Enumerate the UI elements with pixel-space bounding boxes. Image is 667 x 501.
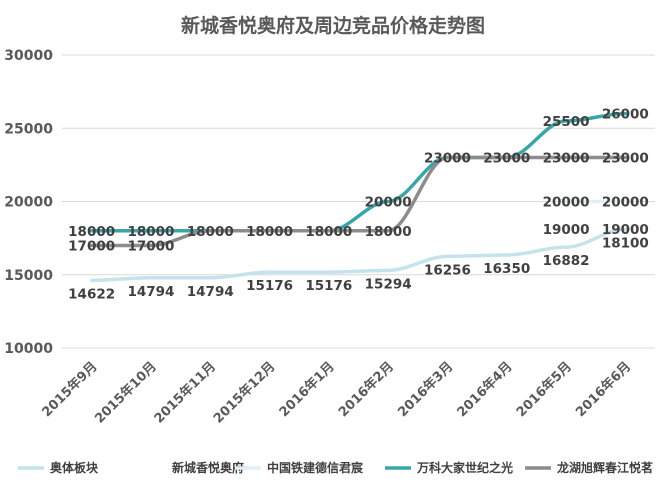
data-label-s4-8: 23000 bbox=[543, 151, 590, 167]
data-label-s3-8: 25500 bbox=[543, 114, 590, 130]
data-label-s0-3: 15176 bbox=[246, 278, 293, 294]
y-tick-20000: 20000 bbox=[4, 195, 53, 211]
data-label-s4-0: 17000 bbox=[68, 238, 115, 254]
grid-layer bbox=[62, 54, 655, 349]
data-label-s0-2: 14794 bbox=[187, 284, 234, 300]
y-tick-10000: 10000 bbox=[4, 341, 53, 357]
data-label-s4-6: 23000 bbox=[424, 151, 471, 167]
y-axis-ticks: 10000 15000 20000 25000 30000 bbox=[4, 48, 53, 357]
data-label-s0-4: 15176 bbox=[305, 278, 352, 294]
x-tick-9: 2016年6月 bbox=[572, 359, 634, 421]
data-label-s1-9: 19000 bbox=[602, 222, 649, 238]
legend-label-1: 新城香悦奥府 bbox=[172, 460, 244, 475]
data-label-s3-5: 20000 bbox=[365, 195, 412, 211]
x-tick-8: 2016年5月 bbox=[513, 359, 575, 421]
x-tick-6: 2016年3月 bbox=[395, 359, 457, 421]
series-line-4 bbox=[89, 155, 628, 248]
data-label-s4-3: 18000 bbox=[246, 224, 293, 240]
x-tick-0: 2015年9月 bbox=[39, 359, 101, 421]
x-axis-ticks: 2015年9月2015年10月2015年11月2015年12月2016年1月20… bbox=[39, 359, 634, 427]
y-tick-30000: 30000 bbox=[4, 48, 53, 64]
data-label-s1-8: 19000 bbox=[543, 222, 590, 238]
legend-label-4: 龙湖旭辉春江悦茗 bbox=[557, 460, 653, 475]
data-label-s4-7: 23000 bbox=[483, 151, 530, 167]
x-tick-5: 2016年2月 bbox=[335, 359, 397, 421]
data-label-s4-4: 18000 bbox=[305, 224, 352, 240]
series-line-0 bbox=[89, 227, 628, 283]
series-layer bbox=[89, 111, 628, 283]
series-line-3 bbox=[89, 111, 628, 233]
chart-title: 新城香悦奥府及周边竞品价格走势图 bbox=[181, 14, 485, 37]
data-label-s0-7: 16350 bbox=[483, 261, 530, 277]
x-tick-7: 2016年4月 bbox=[454, 359, 516, 421]
data-label-s2-8: 20000 bbox=[543, 195, 590, 211]
data-label-s4-1: 17000 bbox=[127, 238, 174, 254]
data-label-s3-1: 18000 bbox=[127, 224, 174, 240]
data-label-s3-0: 18000 bbox=[68, 224, 115, 240]
x-tick-2: 2015年11月 bbox=[151, 359, 219, 427]
data-label-s0-0: 14622 bbox=[68, 286, 115, 302]
x-tick-3: 2015年12月 bbox=[210, 359, 278, 427]
y-tick-15000: 15000 bbox=[4, 268, 53, 284]
legend: 奥体板块 新城香悦奥府 中国铁建德信君宸 万科大家世纪之光 龙湖旭辉春江悦茗 bbox=[18, 460, 653, 475]
legend-label-0: 奥体板块 bbox=[50, 460, 99, 475]
data-label-s4-5: 18000 bbox=[365, 224, 412, 240]
x-tick-1: 2015年10月 bbox=[92, 359, 160, 427]
data-labels: 14622 14794 14794 15176 15176 15294 16256 16350… bbox=[68, 107, 649, 303]
data-label-s0-6: 16256 bbox=[424, 262, 471, 278]
data-label-s0-5: 15294 bbox=[365, 276, 412, 292]
data-label-s0-1: 14794 bbox=[127, 284, 174, 300]
legend-label-3: 万科大家世纪之光 bbox=[416, 460, 513, 475]
data-label-s4-9: 23000 bbox=[602, 151, 649, 167]
data-label-s2-9: 20000 bbox=[602, 195, 649, 211]
legend-label-2: 中国铁建德信君宸 bbox=[267, 460, 364, 475]
x-tick-4: 2016年1月 bbox=[276, 359, 338, 421]
data-label-s0-9: 18100 bbox=[602, 235, 649, 251]
data-label-s0-8: 16882 bbox=[543, 253, 590, 269]
y-tick-25000: 25000 bbox=[4, 121, 53, 137]
data-label-s3-9: 26000 bbox=[602, 107, 649, 123]
data-label-s4-2: 18000 bbox=[187, 224, 234, 240]
